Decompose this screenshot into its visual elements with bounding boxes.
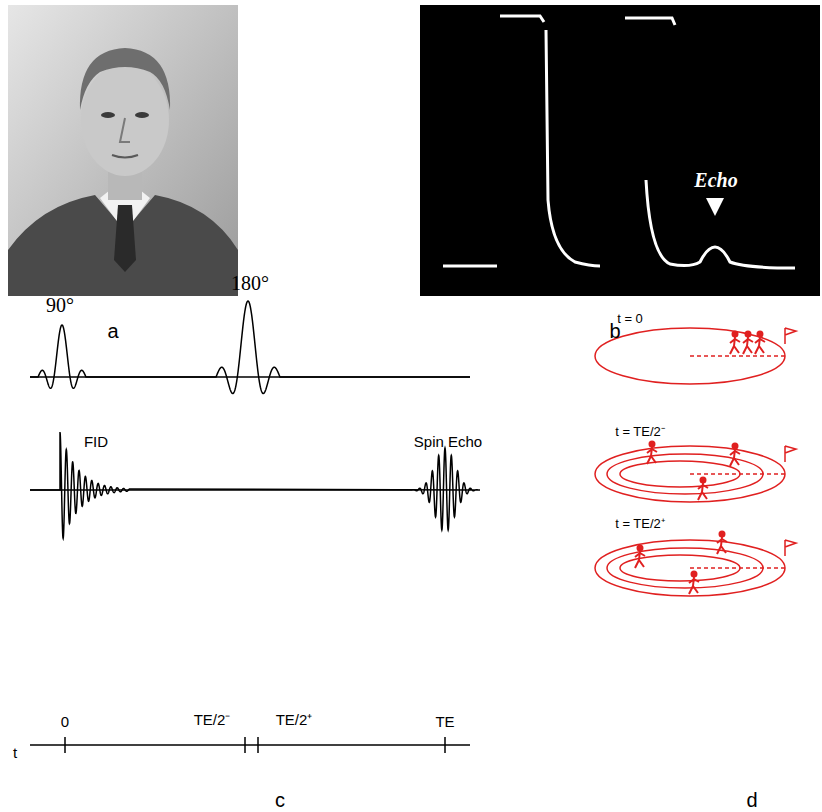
runner-head: [758, 332, 763, 337]
signal-label: FID: [84, 434, 108, 449]
runner-figure: [730, 444, 740, 467]
panel-letter: a: [107, 321, 118, 341]
runner-head: [692, 572, 697, 577]
runner-figure: [743, 332, 753, 355]
runner-head: [650, 442, 655, 447]
runner-body: [689, 577, 699, 594]
panel-letter: d: [746, 790, 757, 810]
pulse-label: 180°: [231, 273, 269, 293]
runner-figure: [698, 478, 708, 501]
tick-label: TE/2⁻: [194, 712, 231, 727]
pulse-label: 90°: [46, 295, 74, 315]
runner-head: [720, 532, 725, 537]
time-label: t = TE/2⁻: [615, 425, 665, 438]
time-label: t = TE/2⁺: [615, 517, 665, 530]
runner-body: [730, 337, 740, 354]
portrait-photo: [8, 5, 238, 296]
runner-figure: [647, 442, 657, 465]
runner-figure: [635, 546, 645, 569]
runner-head: [638, 546, 643, 551]
runner-figures: [635, 332, 765, 595]
runner-body: [698, 483, 708, 500]
tick-label: TE: [435, 714, 454, 729]
runner-head: [701, 478, 706, 483]
oscilloscope-trace: [420, 5, 820, 296]
runner-head: [746, 332, 751, 337]
runner-body: [635, 551, 645, 568]
pulse-sequence: [30, 301, 480, 753]
tick-label: TE/2⁺: [276, 712, 313, 727]
runner-head: [733, 444, 738, 449]
echo-label: Echo: [694, 170, 737, 190]
runner-track: [595, 328, 796, 596]
runner-figure: [755, 332, 765, 355]
runner-body: [647, 447, 657, 464]
runner-figure: [717, 532, 727, 555]
runner-body: [717, 537, 727, 554]
runner-figure: [730, 332, 740, 355]
runner-body: [730, 449, 740, 466]
signal-label: Spin Echo: [414, 434, 482, 449]
runner-body: [743, 337, 753, 354]
axis-label: t: [13, 745, 17, 760]
panel-letter: c: [275, 790, 285, 810]
time-label: t = 0: [617, 312, 643, 325]
runner-body: [755, 337, 765, 354]
tick-label: 0: [61, 714, 69, 729]
runner-figure: [689, 572, 699, 595]
runner-head: [733, 332, 738, 337]
